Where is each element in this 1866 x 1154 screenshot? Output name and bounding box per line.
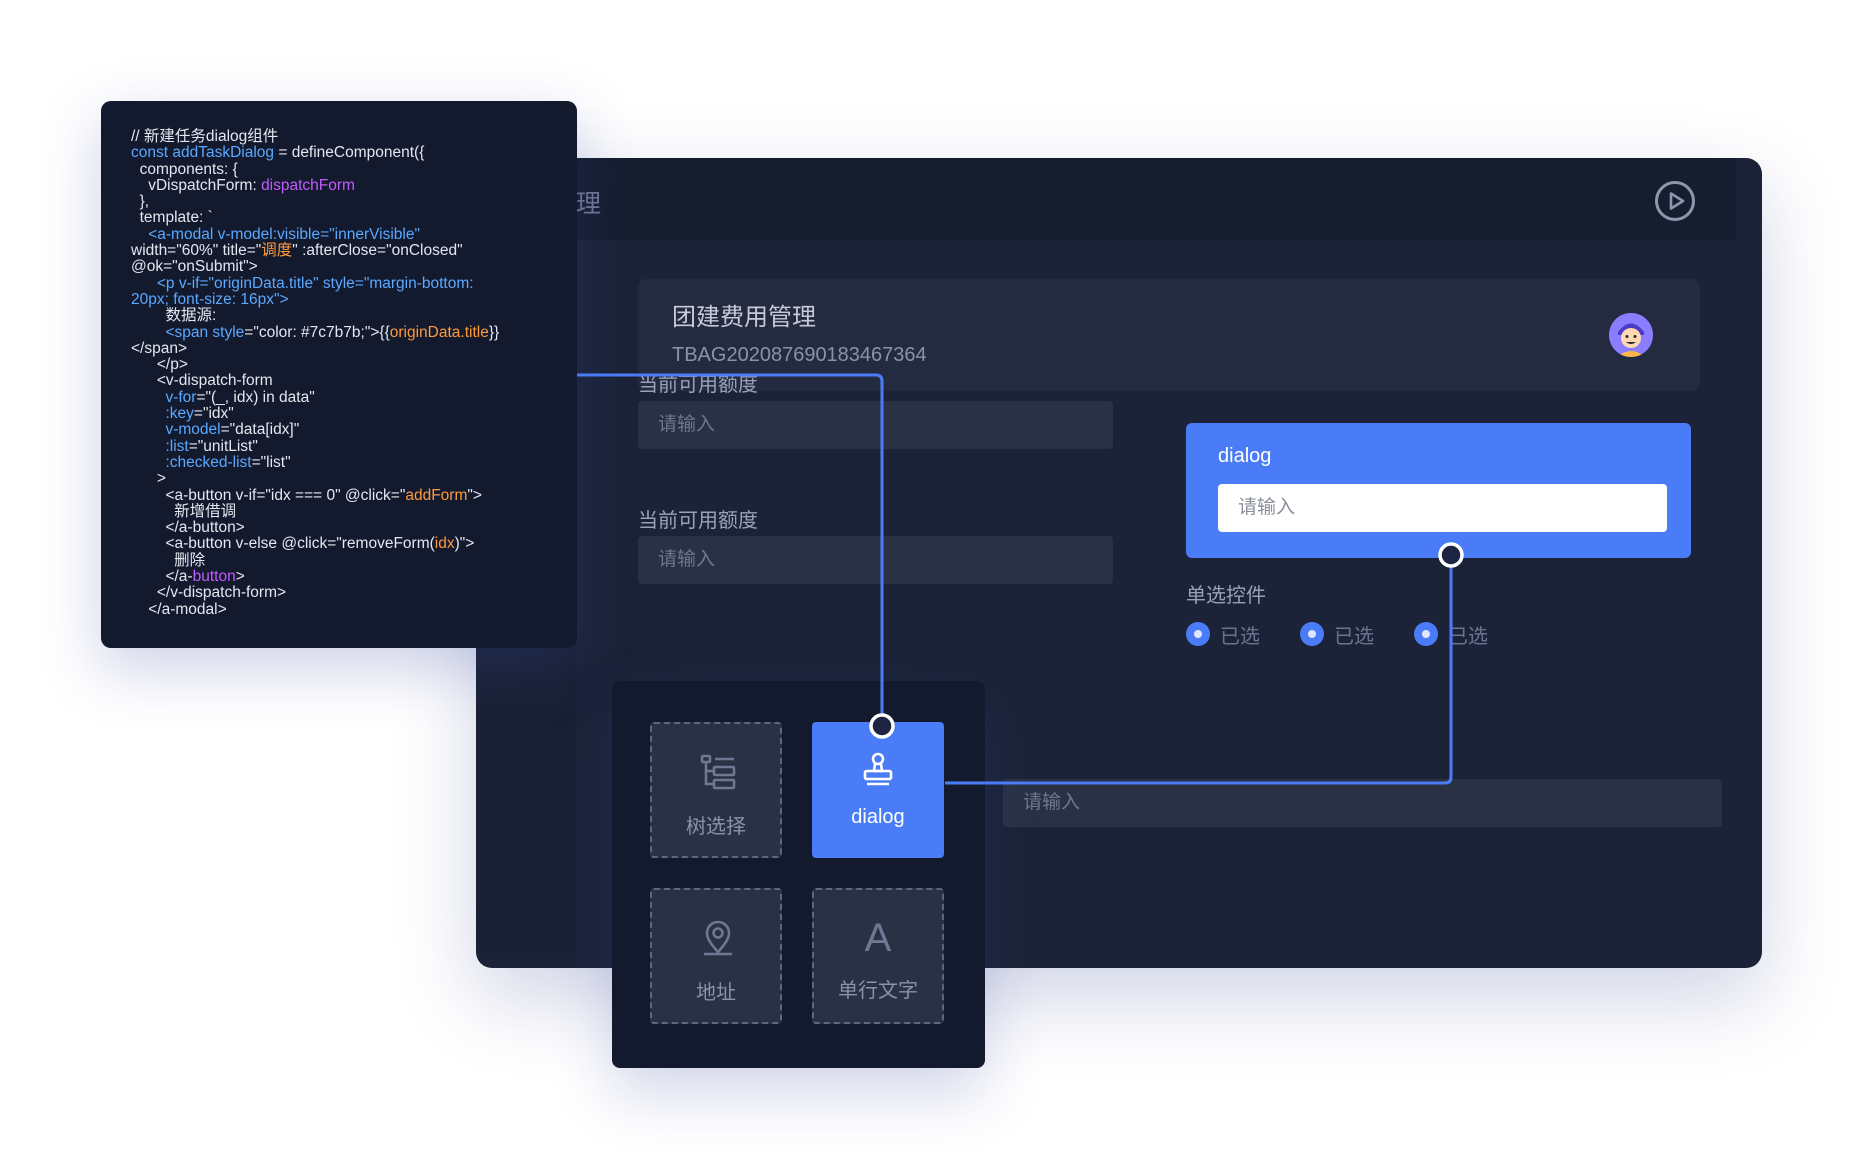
- code-token: vDispatchForm:: [131, 176, 262, 194]
- avatar[interactable]: [1609, 313, 1653, 357]
- code-token: " :afterClose="onClosed": [292, 242, 463, 260]
- code-token: style: [212, 323, 245, 341]
- code-token: <a-button v-else @click="removeForm(: [131, 535, 435, 553]
- code-token: 调度: [261, 242, 293, 260]
- code-token: v-for: [131, 388, 197, 406]
- code-token: :list: [131, 437, 189, 455]
- tile-label: 单行文字: [838, 980, 918, 1002]
- tree-select-icon: [700, 754, 736, 790]
- radio-option-label: 已选: [1448, 625, 1488, 648]
- code-token: :checked-list: [131, 453, 252, 471]
- code-token: ="data[idx]": [220, 421, 300, 439]
- code-token: ">: [467, 486, 482, 504]
- radio-option-1[interactable]: 已选: [1186, 621, 1260, 648]
- palette-tile-single-line-text[interactable]: A 单行文字: [812, 888, 944, 1024]
- radio-checked-icon: [1414, 622, 1438, 646]
- record-id: TBAG202087690183467364: [672, 344, 927, 366]
- code-line: </v-dispatch-form>: [131, 584, 287, 602]
- code-token: }}: [488, 323, 500, 341]
- palette-tile-tree-select[interactable]: 树选择: [650, 722, 782, 858]
- code-token: ="list": [251, 453, 291, 471]
- code-line: </p>: [131, 356, 188, 374]
- code-token: v-model: [131, 421, 221, 439]
- code-line: @ok="onSubmit">: [131, 258, 258, 276]
- code-token: = defineComponent({: [274, 144, 425, 162]
- code-token: const addTaskDialog: [131, 144, 275, 162]
- top-bar: [576, 158, 1736, 240]
- code-line: 新增借调: [131, 502, 237, 520]
- code-line: </a-button>: [131, 519, 245, 537]
- code-line: 20px; font-size: 16px">: [131, 290, 289, 308]
- code-line: </span>: [131, 339, 188, 357]
- radio-checked-icon: [1300, 622, 1324, 646]
- radio-option-3[interactable]: 已选: [1414, 621, 1488, 648]
- dialog-label: dialog: [1218, 445, 1272, 467]
- tile-label: 地址: [696, 982, 736, 1004]
- code-token: dispatchForm: [261, 176, 355, 194]
- code-line: },: [131, 193, 150, 211]
- palette-tile-dialog[interactable]: dialog: [812, 722, 944, 858]
- quota-input-2[interactable]: 请输入: [638, 536, 1113, 584]
- avatar-icon: [1609, 313, 1653, 357]
- text-input-3[interactable]: 请输入: [1003, 779, 1722, 827]
- play-icon[interactable]: [1654, 180, 1696, 222]
- window-title: 理: [576, 190, 602, 218]
- code-token: ="(_, idx) in data": [196, 388, 315, 406]
- code-token: :key: [131, 405, 194, 423]
- page-title: 团建费用管理: [672, 304, 816, 331]
- code-panel: // 新建任务dialog组件 const addTaskDialog = de…: [101, 101, 577, 648]
- code-line: 删除: [131, 551, 206, 569]
- code-token: width="60%" title=": [131, 242, 262, 260]
- code-token: ="color: #7c7b7b;">{{: [244, 323, 390, 341]
- header-card: 团建费用管理 TBAG202087690183467364: [638, 279, 1700, 391]
- location-pin-icon: [704, 920, 732, 956]
- code-token: <a-button v-if="idx === 0" @click=": [131, 486, 406, 504]
- tile-label: dialog: [851, 806, 905, 828]
- palette-tile-address[interactable]: 地址: [650, 888, 782, 1024]
- code-block: // 新建任务dialog组件 const addTaskDialog = de…: [131, 128, 500, 618]
- code-token: idx: [434, 535, 455, 553]
- code-token: ="unitList": [188, 437, 258, 455]
- code-token: originData.title: [389, 323, 489, 341]
- code-token: </a-: [131, 568, 193, 586]
- code-line: template: `: [131, 209, 213, 227]
- letter-a-icon: A: [864, 916, 892, 960]
- radio-checked-icon: [1186, 622, 1210, 646]
- field-label-quota-2: 当前可用额度: [638, 510, 758, 532]
- code-line: <p v-if="originData.title" style="margin…: [131, 274, 474, 292]
- radio-option-label: 已选: [1220, 625, 1260, 648]
- code-line: >: [131, 470, 166, 488]
- dialog-input[interactable]: 请输入: [1218, 484, 1667, 532]
- code-token: )">: [454, 535, 475, 553]
- code-token: ="idx": [193, 405, 234, 423]
- stamp-icon: [863, 752, 893, 786]
- code-comment: // 新建任务dialog组件: [131, 128, 279, 145]
- radio-option-2[interactable]: 已选: [1300, 621, 1374, 648]
- radio-group-label: 单选控件: [1186, 585, 1266, 607]
- code-token: <span: [131, 323, 213, 341]
- component-palette: 树选择 dialog 地址 A 单行文字: [612, 681, 985, 1068]
- code-line: </a-modal>: [131, 600, 227, 618]
- code-line: <a-modal v-model:visible="innerVisible": [131, 225, 420, 243]
- radio-option-label: 已选: [1334, 625, 1374, 648]
- quota-input-1[interactable]: 请输入: [638, 401, 1113, 449]
- code-line: 数据源:: [131, 307, 217, 325]
- code-line: <v-dispatch-form: [131, 372, 273, 390]
- code-line: components: {: [131, 160, 238, 178]
- code-token: >: [235, 568, 245, 586]
- dialog-field: dialog 请输入: [1186, 423, 1691, 558]
- tile-label: 树选择: [686, 816, 746, 838]
- code-token: button: [192, 568, 236, 586]
- code-token: addForm: [405, 486, 468, 504]
- field-label-quota-1: 当前可用额度: [638, 374, 758, 396]
